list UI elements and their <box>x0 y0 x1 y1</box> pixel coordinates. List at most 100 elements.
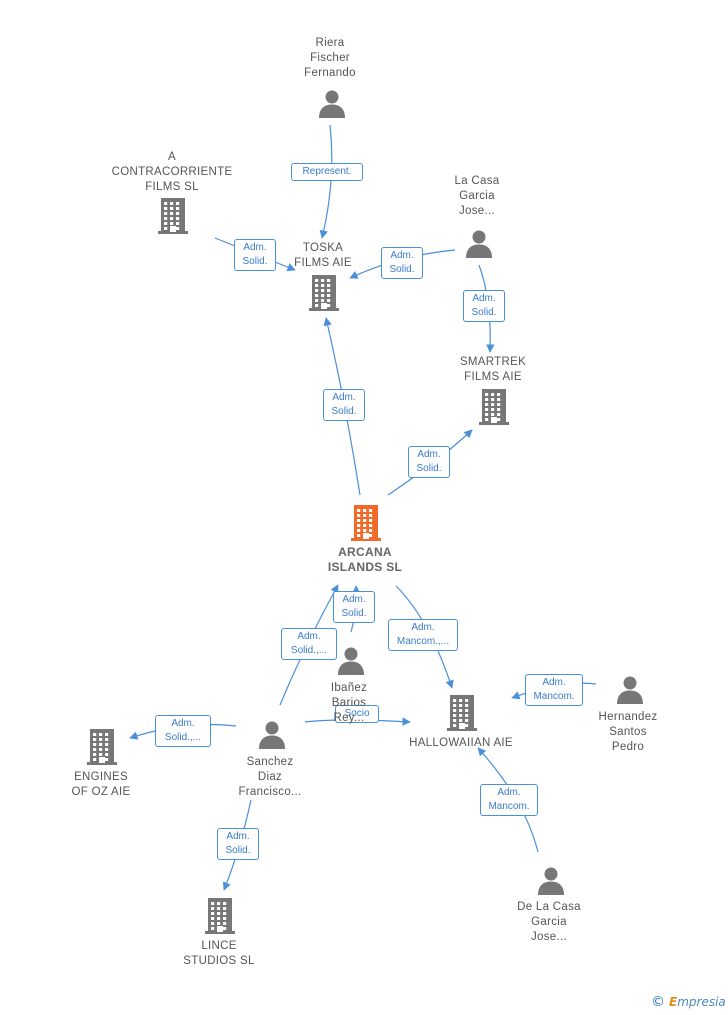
edge-label-line: Mancom. <box>488 801 530 812</box>
edge-label-line: Adm. <box>243 242 267 253</box>
person-icon[interactable] <box>536 865 566 900</box>
edge-label-line: Solid.,... <box>164 732 202 743</box>
edge-label-line: Adm. <box>497 787 521 798</box>
node-label-line: TOSKA <box>302 242 344 254</box>
edge-label-line: Adm. <box>472 293 496 304</box>
person-icon[interactable] <box>317 88 347 123</box>
edge-label-line: Represent. <box>302 166 352 177</box>
person-icon[interactable] <box>464 228 494 263</box>
person-icon[interactable] <box>336 645 366 680</box>
edge-label[interactable]: Adm. Solid.,... <box>281 628 337 660</box>
node-label-line: Fernando <box>304 67 356 79</box>
footer-brand: © Empresia <box>651 994 726 1010</box>
node-label-line: Fischer <box>310 52 350 64</box>
node-label-line: CONTRACORRIENTE <box>111 166 233 178</box>
edge-label[interactable]: Socio <box>335 705 379 723</box>
node-label-line: Garcia <box>459 190 495 202</box>
node-label-line: La Casa <box>454 175 500 187</box>
edge-label-line: Adm. <box>417 449 441 460</box>
building-icon[interactable] <box>308 275 340 316</box>
node-label-line: A <box>168 151 176 163</box>
brand-name: mpresia <box>677 995 726 1009</box>
edge-label-line: Adm. <box>226 831 250 842</box>
edge-label[interactable]: Adm. Solid.,... <box>155 715 211 747</box>
node-label-line: Pedro <box>611 741 645 753</box>
building-icon[interactable] <box>350 505 382 546</box>
edge-label-line: Solid. <box>341 608 367 619</box>
edge-label[interactable]: Adm. Solid. <box>234 239 276 271</box>
node-label-line: Sanchez <box>246 756 294 768</box>
node-label-engines[interactable]: ENGINES OF OZ AIE <box>31 770 171 800</box>
edge-label-line: Solid. <box>416 463 442 474</box>
node-label-line: FILMS AIE <box>464 371 522 383</box>
building-icon[interactable] <box>446 695 478 736</box>
node-label-line: Rey... <box>333 712 365 724</box>
node-label-line: STUDIOS SL <box>183 955 255 967</box>
edge-label[interactable]: Adm. Solid. <box>333 591 375 623</box>
edge-label-line: Adm. <box>332 392 356 403</box>
edge-label-line: Solid. <box>471 307 497 318</box>
node-label-line: Garcia <box>531 916 567 928</box>
node-label-line: ENGINES <box>74 771 128 783</box>
edge-label-line: Solid. <box>389 264 415 275</box>
edge-label[interactable]: Adm. Solid. <box>381 247 423 279</box>
edge-label-line: Solid. <box>242 256 268 267</box>
node-label-lince[interactable]: LINCE STUDIOS SL <box>149 939 289 969</box>
edge-label-line: Mancom. <box>533 691 575 702</box>
edge-label-line: Solid. <box>331 406 357 417</box>
node-label-line: Ibañez <box>330 682 368 694</box>
node-label-line: ARCANA <box>338 545 392 559</box>
node-label-toska[interactable]: TOSKA FILMS AIE <box>253 241 393 271</box>
edge-label-line: Solid. <box>225 845 251 856</box>
node-label-line: FILMS SL <box>145 181 199 193</box>
edge-label-line: Adm. <box>171 718 195 729</box>
edge-label[interactable]: Adm. Mancom. <box>525 674 583 706</box>
edge-label[interactable]: Adm. Mancom. <box>480 784 538 816</box>
node-label-smartrek[interactable]: SMARTREK FILMS AIE <box>423 355 563 385</box>
person-icon[interactable] <box>615 674 645 709</box>
edge-label[interactable]: Adm. Mancom.,... <box>388 619 458 651</box>
edge-label-line: Adm. <box>297 631 321 642</box>
building-icon[interactable] <box>86 729 118 770</box>
node-label-contracorriente[interactable]: A CONTRACORRIENTE FILMS SL <box>102 150 242 195</box>
edge-label-line: Adm. <box>411 622 435 633</box>
node-label-hallowaiian[interactable]: HALLOWAIIAN AIE <box>391 736 531 751</box>
edge-label[interactable]: Adm. Solid. <box>323 389 365 421</box>
building-icon[interactable] <box>204 898 236 939</box>
edge-label-line: Adm. <box>390 250 414 261</box>
node-label-line: Jose... <box>459 205 495 217</box>
edge-label-line: Socio <box>344 708 370 719</box>
edge-label-line: Mancom.,... <box>396 636 450 647</box>
building-icon[interactable] <box>478 389 510 430</box>
person-icon[interactable] <box>257 719 287 754</box>
copyright-icon: © <box>651 994 665 1010</box>
brand-initial: E <box>669 995 678 1009</box>
edge-riera-toska <box>319 124 333 239</box>
node-label-line: Jose... <box>531 931 567 943</box>
node-label-line: Hernandez <box>598 711 658 723</box>
edge-label[interactable]: Adm. Solid. <box>408 446 450 478</box>
edge-label[interactable]: Adm. Solid. <box>217 828 259 860</box>
node-label-line: Santos <box>609 726 647 738</box>
edge-label[interactable]: Adm. Solid. <box>463 290 505 322</box>
edge-label-line: Adm. <box>342 594 366 605</box>
node-label-line: OF OZ AIE <box>71 786 131 798</box>
node-label-line: FILMS AIE <box>294 257 352 269</box>
node-label-line: LINCE <box>201 940 237 952</box>
node-label-line: Francisco... <box>238 786 302 798</box>
node-label-line: SMARTREK <box>459 356 527 368</box>
building-icon[interactable] <box>157 198 189 239</box>
node-label-line: Riera <box>315 37 345 49</box>
edge-label-line: Solid.,... <box>290 645 328 656</box>
node-label-line: HALLOWAIIAN AIE <box>409 737 513 749</box>
edge-label-line: Adm. <box>542 677 566 688</box>
edge-label[interactable]: Represent. <box>291 163 363 181</box>
